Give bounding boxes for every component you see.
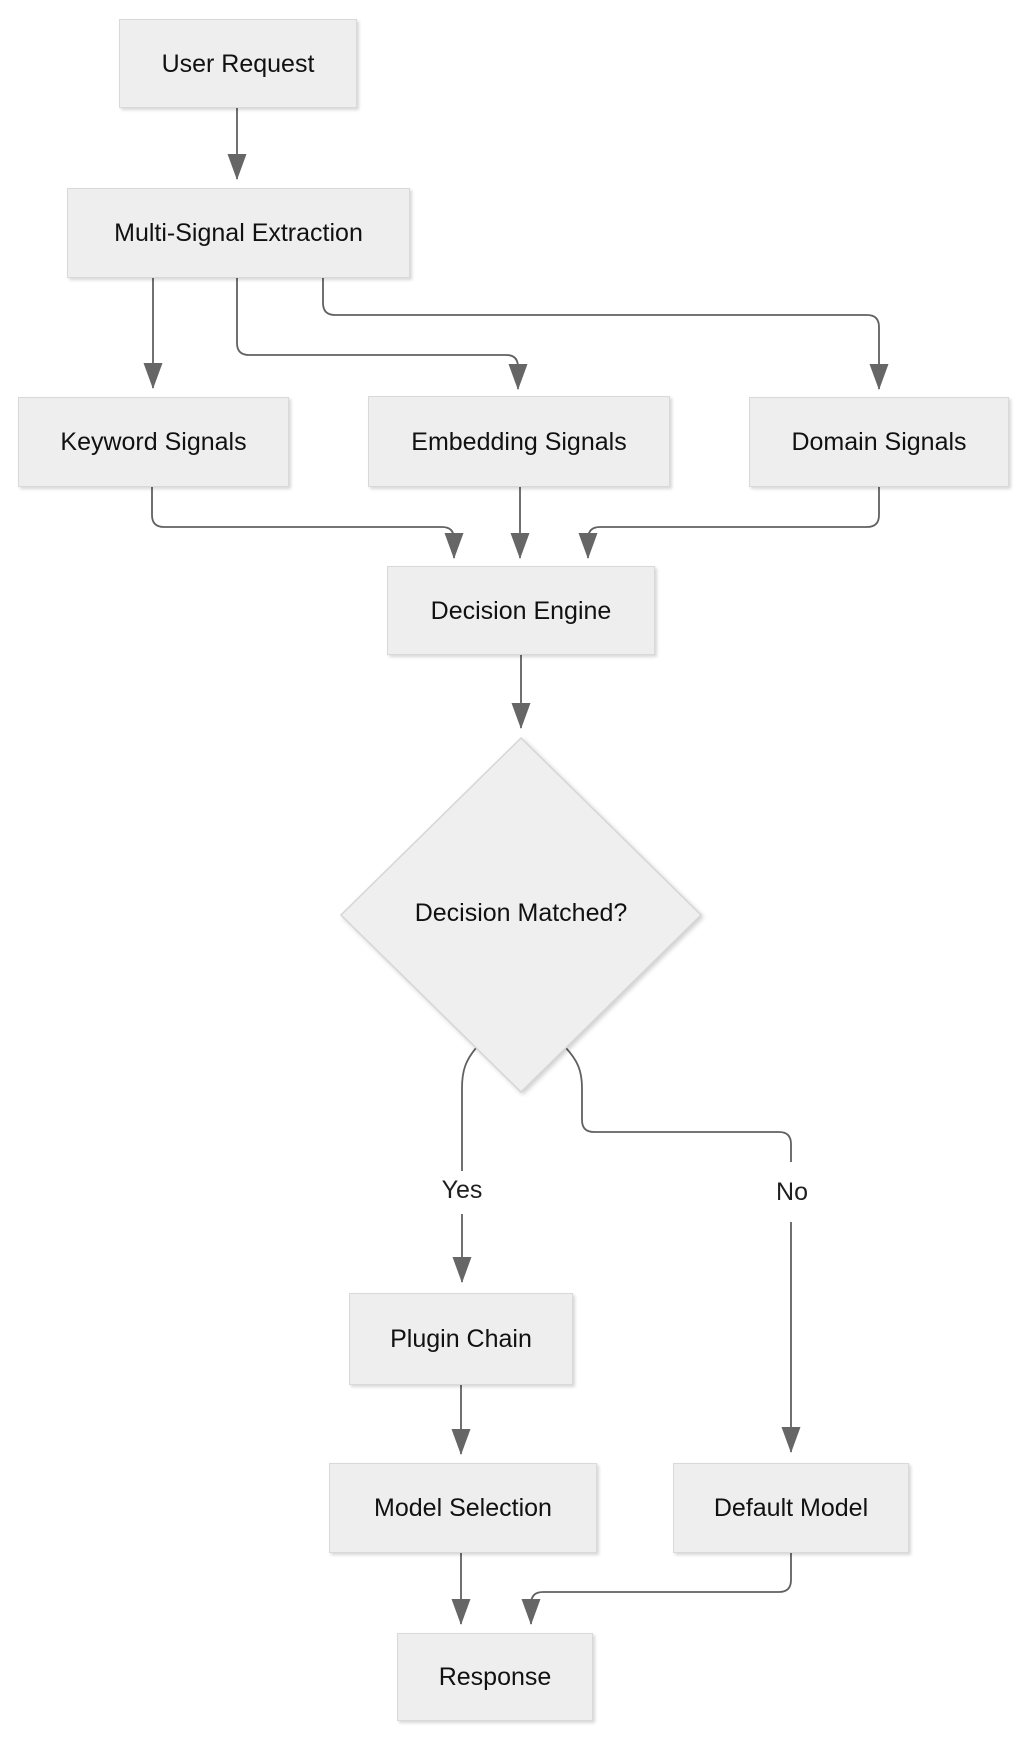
edge-default-model-to-response [521, 1553, 792, 1625]
node-model-selection: Model Selection [329, 1463, 597, 1553]
edge-keyword-to-decision-engine [151, 487, 464, 559]
node-decision-matched-label: Decision Matched? [414, 898, 628, 927]
node-default-model: Default Model [673, 1463, 909, 1553]
edge-multi-signal-to-embedding [236, 278, 528, 390]
node-response: Response [397, 1633, 593, 1721]
node-multi-signal-extraction: Multi-Signal Extraction [67, 188, 410, 278]
node-user-request: User Request [119, 19, 357, 108]
edge-diamond-yes-upper [461, 1047, 477, 1171]
node-domain-signals: Domain Signals [749, 397, 1009, 487]
edge-domain-to-decision-engine [578, 487, 880, 559]
node-plugin-chain: Plugin Chain [349, 1293, 573, 1385]
edge-multi-signal-to-domain [322, 278, 889, 390]
edge-diamond-no-upper [565, 1047, 792, 1162]
edge-label-yes: Yes [402, 1172, 522, 1208]
node-keyword-signals: Keyword Signals [18, 397, 289, 487]
node-embedding-signals: Embedding Signals [368, 396, 670, 487]
diamond-shape [339, 736, 703, 1094]
edge-label-no: No [732, 1174, 852, 1210]
node-decision-engine: Decision Engine [387, 566, 655, 655]
